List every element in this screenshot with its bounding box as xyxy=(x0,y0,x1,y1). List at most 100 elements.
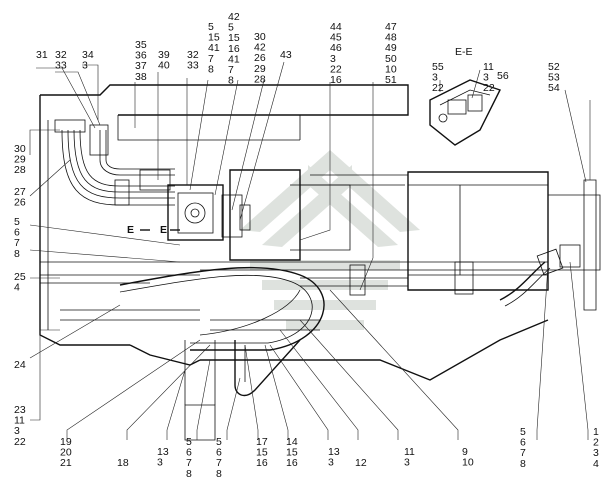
callout-line: 3 xyxy=(82,60,88,72)
callout-line: 16 xyxy=(286,457,298,469)
callout-24: 24 xyxy=(14,359,26,371)
callout-line: 43 xyxy=(280,49,292,61)
callout-line: 13 xyxy=(157,446,169,458)
right-hose xyxy=(499,244,581,307)
callout-line: 22 xyxy=(432,82,444,94)
callout-line: 8 xyxy=(208,63,214,75)
callout-line: 46 xyxy=(330,42,342,54)
callout-line: 11 xyxy=(404,446,415,458)
callout-line: 32 xyxy=(187,49,199,61)
callout-line: 3 xyxy=(404,457,410,469)
callout-line: 16 xyxy=(228,43,240,55)
horizontal-rods xyxy=(200,174,548,296)
callout-line: 1 xyxy=(593,426,599,438)
callout-line: 23 xyxy=(14,404,26,416)
callout-line: 21 xyxy=(60,457,72,469)
callout-line: 7 xyxy=(228,64,234,76)
callout-line: 22 xyxy=(483,82,495,94)
callout-line: 5 xyxy=(208,21,214,33)
callout-line: 54 xyxy=(548,82,560,94)
callout-line: 2 xyxy=(593,437,599,449)
callout-line: 33 xyxy=(187,60,199,72)
loop-pipes xyxy=(119,266,325,397)
callout-line: 8 xyxy=(520,458,526,470)
callout-line: 28 xyxy=(254,73,266,85)
section-mark-e-right: E xyxy=(160,224,167,236)
callout-line: 10 xyxy=(385,63,397,75)
callout-12: 12 xyxy=(355,457,367,469)
callout-line: 3 xyxy=(14,425,20,437)
watermark-logo xyxy=(240,150,420,330)
callout-line: 56 xyxy=(497,70,509,82)
callout-line: 7 xyxy=(216,457,222,469)
callout-line: 52 xyxy=(548,61,560,73)
callout-line: 39 xyxy=(158,49,170,61)
callout-line: 13 xyxy=(328,446,340,458)
callout-line: 6 xyxy=(186,447,192,459)
callout-line: 16 xyxy=(330,74,342,86)
callout-line: 3 xyxy=(330,53,336,65)
callout-line: 3 xyxy=(328,457,334,469)
callout-line: 41 xyxy=(228,53,240,65)
callout-line: 24 xyxy=(14,359,26,371)
callout-line: 6 xyxy=(216,447,222,459)
callout-line: 22 xyxy=(14,436,26,448)
callout-line: 26 xyxy=(254,52,266,64)
callout-line: 3 xyxy=(157,457,163,469)
callout-line: 29 xyxy=(14,154,26,166)
callout-line: 16 xyxy=(256,457,268,469)
callout-line: 26 xyxy=(14,197,26,209)
callout-line: 15 xyxy=(228,32,240,44)
callout-line: 32 xyxy=(55,49,67,61)
callout-line: 7 xyxy=(208,53,214,65)
callout-line: 5 xyxy=(520,426,526,438)
callout-line: 7 xyxy=(186,457,192,469)
callout-line: 15 xyxy=(286,447,298,459)
callout-line: 29 xyxy=(254,63,266,75)
section-marks: E E E-E xyxy=(127,46,473,236)
callout-line: 30 xyxy=(14,143,26,155)
callout-31: 31 xyxy=(36,49,48,61)
callout-line: 40 xyxy=(158,60,170,72)
callout-line: 3 xyxy=(593,447,599,459)
callout-line: 44 xyxy=(330,21,342,33)
callout-line: 53 xyxy=(548,72,560,84)
pipe-bundle-upper-left xyxy=(54,119,175,206)
callout-line: 49 xyxy=(385,42,397,54)
callout-line: 18 xyxy=(117,457,129,469)
callout-line: 8 xyxy=(216,468,222,480)
callout-line: 35 xyxy=(135,39,147,51)
callout-line: 45 xyxy=(330,32,342,44)
section-mark-e-left: E xyxy=(127,224,134,236)
callout-line: 7 xyxy=(14,237,20,249)
callout-line: 5 xyxy=(216,436,222,448)
callout-line: 42 xyxy=(228,11,240,23)
callout-line: 27 xyxy=(14,186,26,198)
callout-line: 11 xyxy=(14,415,25,427)
callout-line: 15 xyxy=(256,447,268,459)
callout-line: 5 xyxy=(228,22,234,34)
callout-line: 5 xyxy=(14,216,20,228)
callout-line: 22 xyxy=(330,63,342,75)
callout-line: 34 xyxy=(82,49,94,61)
callout-line: 10 xyxy=(462,457,474,469)
